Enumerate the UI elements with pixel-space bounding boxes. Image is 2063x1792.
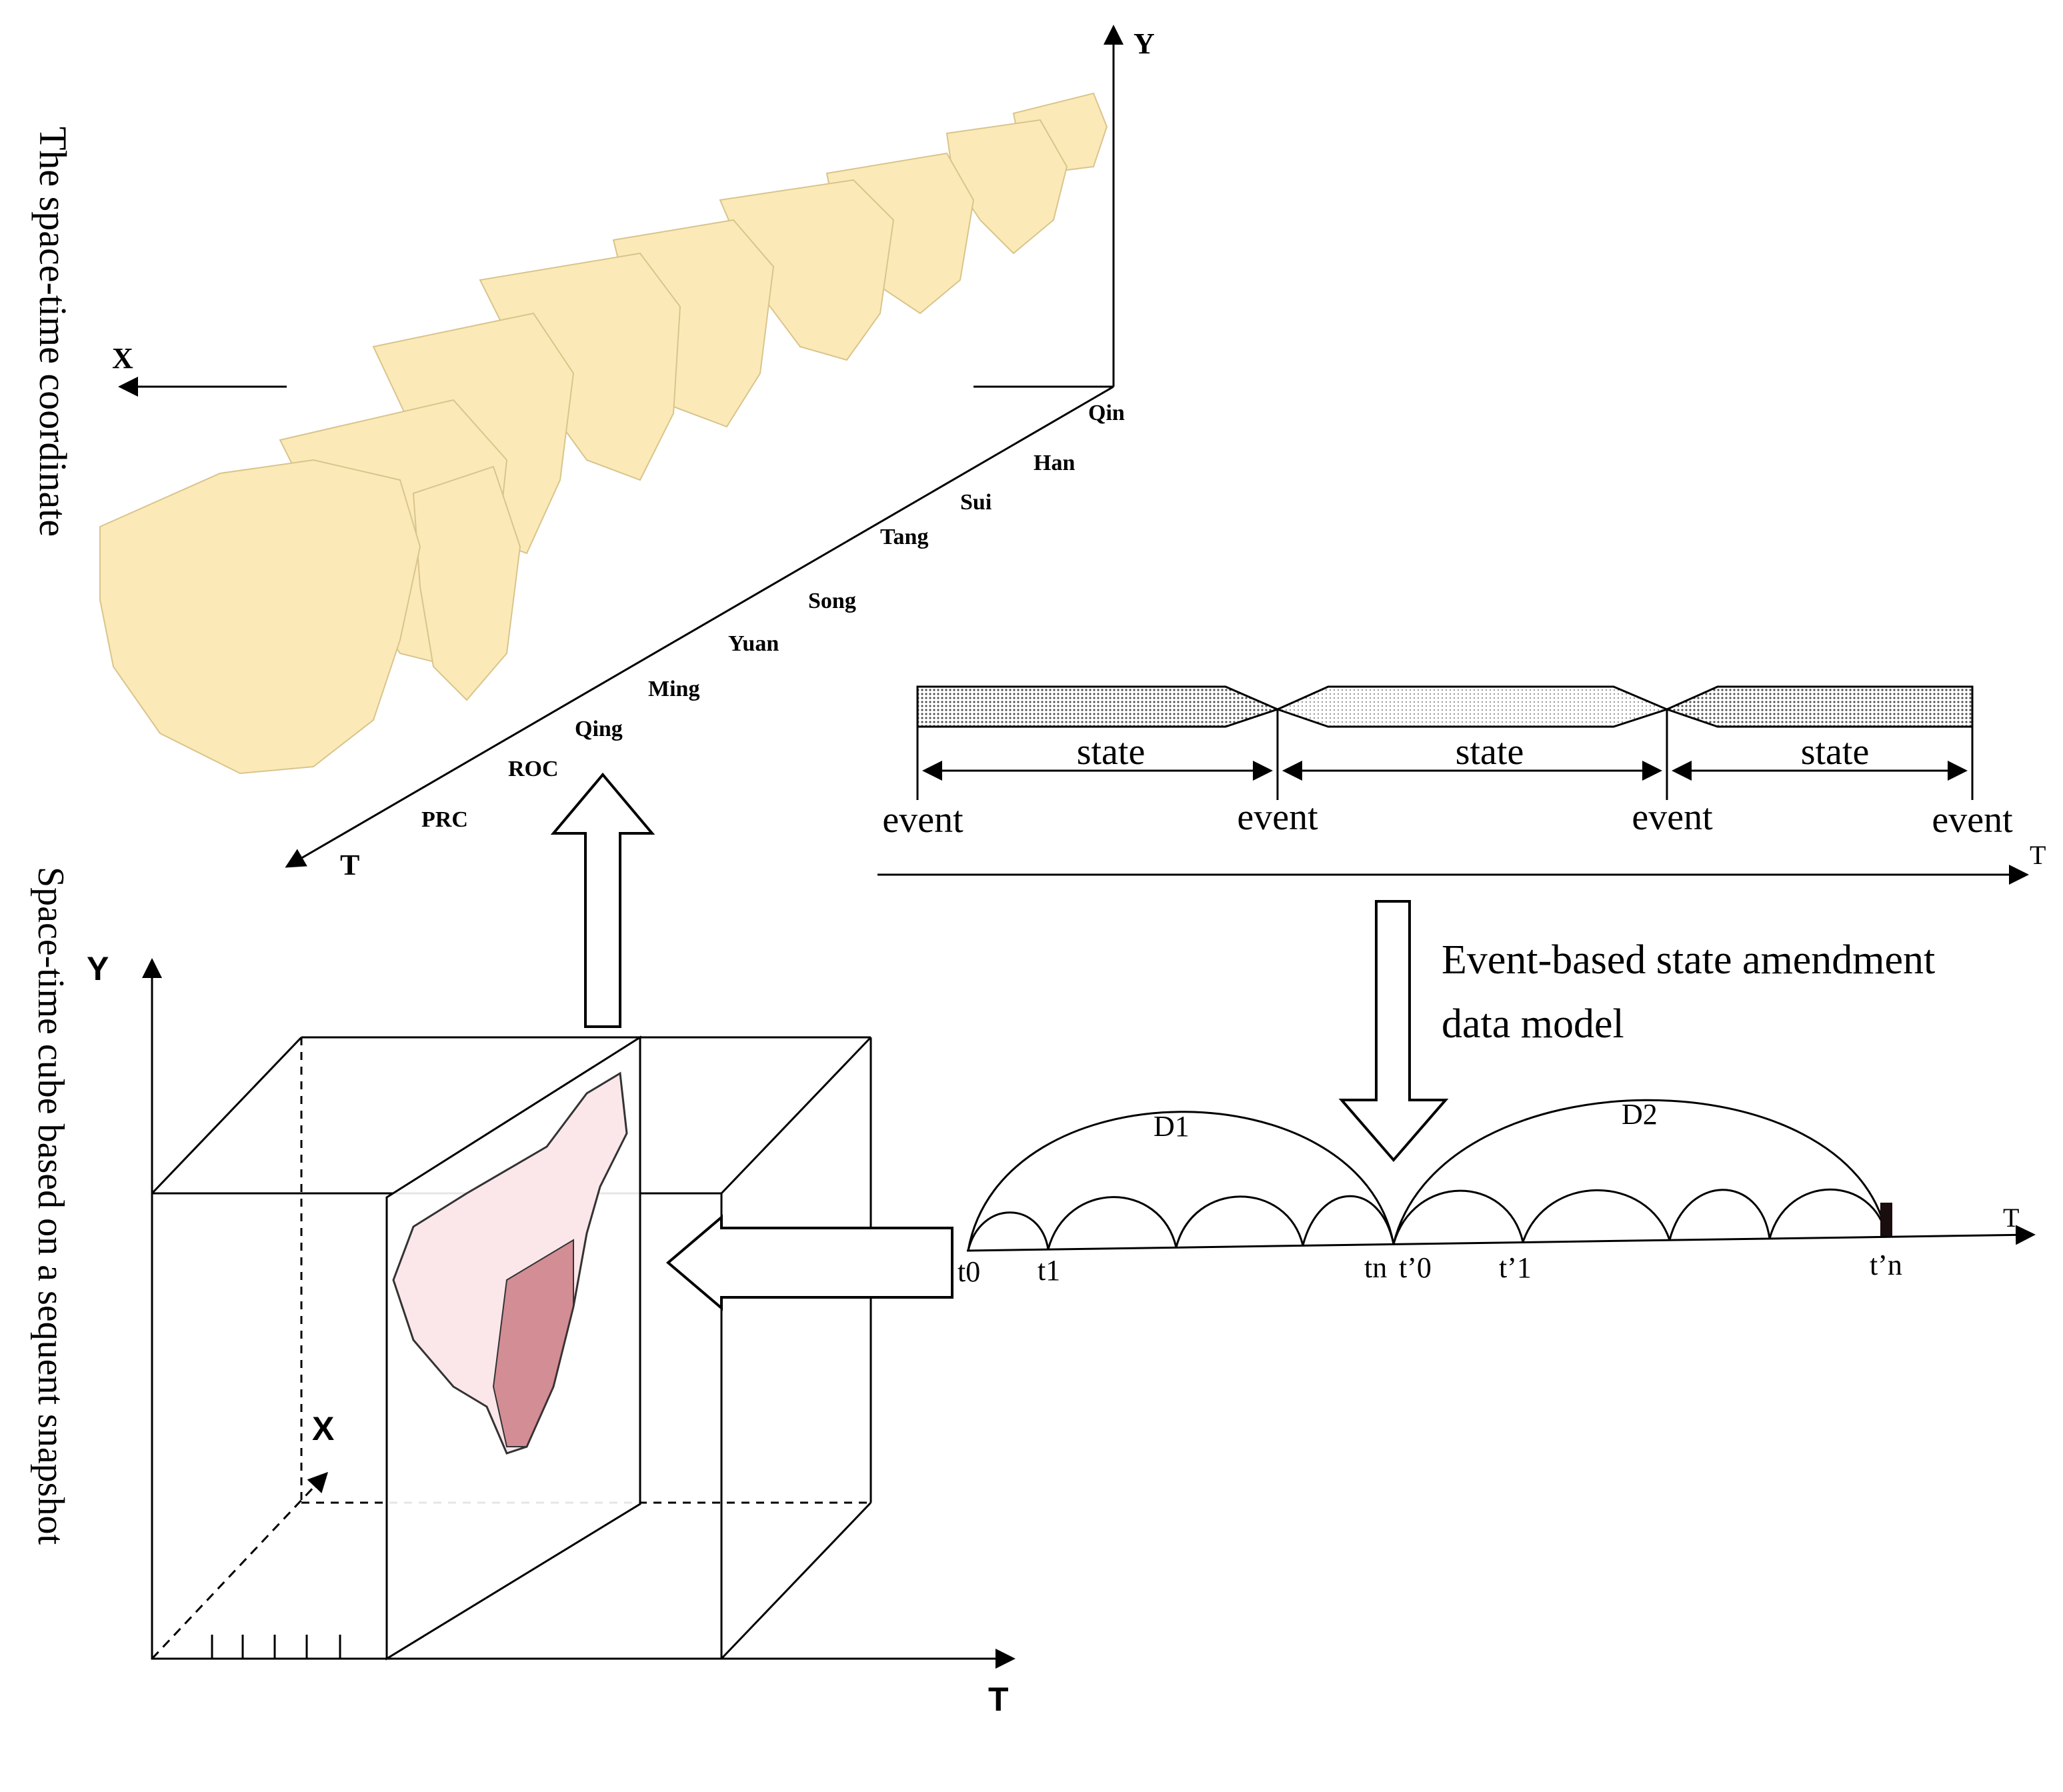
dynasty-label: PRC [421,807,468,832]
dynasty-label: Qin [1088,401,1125,425]
model-label-line1: Event-based state amendment [1442,937,1935,983]
dynasty-label: Song [808,589,856,613]
amendment-t-axis [966,1225,2036,1252]
event-label: event [1632,797,1713,838]
arc-label: D2 [1622,1098,1658,1131]
map-slice-roc [412,465,521,701]
dynasty-labels: Qin Han Sui Tang Song Yuan Ming Qing ROC… [421,401,1125,832]
cube-t-axis-label: T [988,1681,1009,1718]
space-time-coordinate-group: X Y T Qin Han Sui Tang Song Yuan Ming Qi… [99,25,1155,881]
state-bar-1 [916,685,1281,728]
state-event-timeline: state state state event event event even… [877,685,2046,885]
state-label: state [1456,731,1524,773]
map-slice-prc [99,459,421,775]
state-bar-2 [1274,685,1670,728]
model-label-line2: data model [1442,1001,1624,1047]
small-arc [1047,1196,1178,1250]
small-arc [1392,1189,1524,1245]
cube-x-axis-label: X [312,1410,334,1447]
amendment-diagram [966,1099,2036,1252]
small-arc [1522,1189,1671,1243]
dynasty-label: Qing [575,717,623,741]
dynasty-label: Yuan [728,631,779,656]
down-arrow [1338,900,1449,1163]
state-label: state [1077,731,1146,773]
dynasty-label: Han [1034,451,1075,475]
small-arc [967,1211,1050,1251]
time-tick-label: tn [1364,1251,1387,1284]
amendment-t-axis-label: T [2003,1203,2019,1233]
end-marker [1880,1203,1892,1236]
time-tick-label: t’n [1870,1249,1902,1281]
arc-d2 [1392,1099,1888,1245]
cube-x-axis [151,1471,329,1660]
snapshot-map-dense-region [492,1239,574,1447]
event-label: event [1932,799,2013,841]
space-time-cube-group: Y T X [87,950,1015,1718]
time-tick-label: t1 [1038,1254,1060,1287]
time-tick-label: t’0 [1399,1251,1432,1284]
time-tick-label: t0 [957,1255,980,1288]
small-arc [1668,1189,1771,1241]
space-time-cube-title: Space-time cube based on a sequent snaps… [30,867,71,1545]
small-arc [1302,1195,1395,1246]
state-bar-3 [1664,685,1974,728]
y-axis-label: Y [1134,27,1155,60]
dynasty-label: ROC [508,757,559,781]
event-label: event [882,799,963,841]
t-axis-line [285,385,1114,868]
small-arc [1175,1195,1304,1248]
x-axis-label: X [112,342,133,375]
small-arc [1768,1188,1888,1239]
space-time-coordinate-title: The space-time coordinate [31,127,75,537]
dynasty-map-slices [99,92,1108,775]
event-ticks [916,709,1974,800]
cube-base-ticks [211,1635,341,1659]
event-label: event [1237,797,1318,838]
up-arrow [550,772,655,1028]
arc-d1 [967,1111,1395,1251]
state-t-axis-label: T [2030,840,2046,870]
dynasty-label: Sui [960,490,991,515]
dynasty-label: Tang [880,525,928,549]
cube-y-axis-label: Y [87,950,109,987]
dynasty-label: Ming [648,677,699,701]
left-arrow [665,1214,953,1311]
t-axis-label: T [340,849,359,881]
state-label: state [1801,731,1870,773]
time-tick-label: t’1 [1499,1251,1532,1284]
arc-label: D1 [1154,1110,1190,1143]
